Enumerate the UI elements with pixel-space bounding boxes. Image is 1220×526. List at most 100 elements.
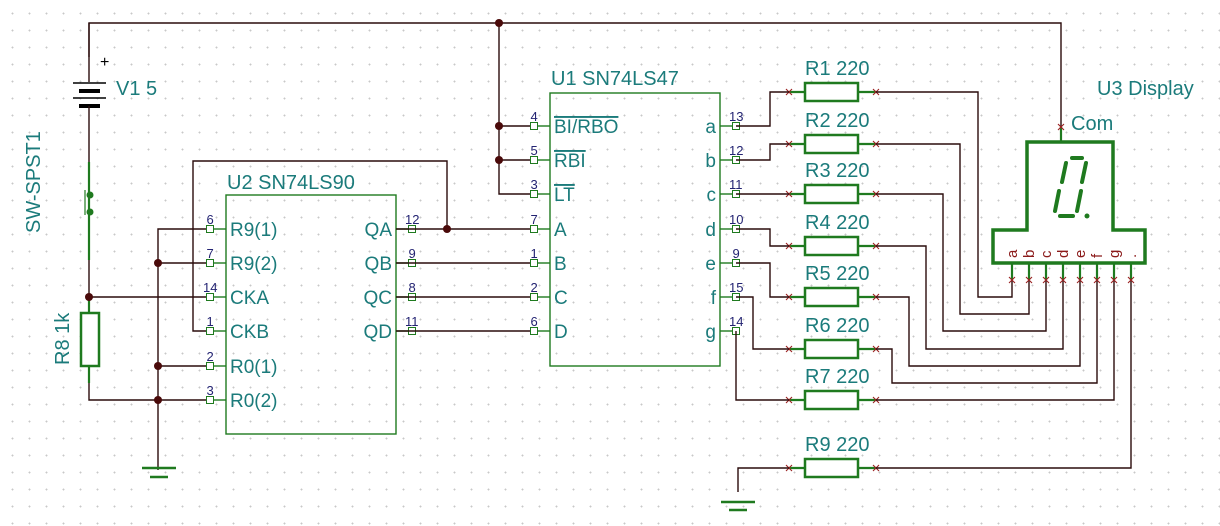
- pin-label: LT: [554, 185, 575, 206]
- pin-u1-c[interactable]: 11c: [707, 177, 743, 206]
- label-u1: U1 SN74LS47: [551, 68, 679, 90]
- pin-u2-qc[interactable]: 8QC: [364, 280, 416, 309]
- pin-number: 6: [531, 314, 538, 329]
- display-pin-f[interactable]: f: [1089, 253, 1106, 284]
- pin-u1-f[interactable]: 15f: [711, 280, 744, 309]
- resistor-r7[interactable]: [785, 389, 880, 411]
- digit-zero: [1053, 156, 1088, 218]
- pin-marker: [1057, 123, 1065, 131]
- pin-label: b: [705, 151, 716, 172]
- wire-u1-control: [498, 23, 536, 195]
- pin-label: A: [554, 220, 567, 241]
- pin-number: 13: [729, 109, 743, 124]
- display-pin-g[interactable]: g: [1106, 250, 1123, 284]
- resistor-label: R7 220: [805, 366, 870, 388]
- pin-label: B: [554, 254, 567, 275]
- resistor-r8[interactable]: [79, 296, 101, 383]
- pin-number: 7: [207, 246, 214, 261]
- pin-u2-r01[interactable]: 2R0(1): [206, 349, 278, 378]
- pin-label: d: [705, 220, 716, 241]
- resistor-label: R2 220: [805, 110, 870, 132]
- segment-label: a: [1004, 249, 1021, 258]
- pin-label: QA: [365, 220, 393, 241]
- pin-label: BI/RBO: [554, 117, 618, 138]
- wire-reset-bus: [157, 228, 210, 470]
- pin-label: R0(1): [230, 357, 278, 378]
- switch-sw-spst1[interactable]: [84, 162, 94, 260]
- pin-number: 5: [531, 143, 538, 158]
- pin-label: QD: [364, 322, 393, 343]
- resistor-label: R4 220: [805, 212, 870, 234]
- display-pin-b[interactable]: b: [1021, 250, 1038, 284]
- label-u3: U3 Display: [1097, 78, 1194, 100]
- display-pin-a[interactable]: a: [1004, 249, 1021, 284]
- pin-u2-r92[interactable]: 7R9(2): [206, 246, 278, 275]
- pin-number: 4: [531, 109, 538, 124]
- pin-u1-a[interactable]: 7A: [530, 212, 568, 241]
- pin-u2-r91[interactable]: 6R9(1): [206, 212, 278, 241]
- pin-u1-b[interactable]: 12b: [705, 143, 743, 172]
- seven-segment-display[interactable]: [991, 127, 1147, 265]
- segment-label: c: [1038, 250, 1055, 258]
- pin-label: R9(2): [230, 254, 278, 275]
- segment-label: f: [1089, 253, 1106, 258]
- pin-number: 2: [207, 349, 214, 364]
- pin-label: f: [711, 288, 717, 309]
- wire-ckb-qa: [192, 160, 448, 332]
- label-u2: U2 SN74LS90: [227, 172, 355, 194]
- segment-label: .: [1123, 254, 1140, 258]
- pin-label: QB: [365, 254, 392, 275]
- battery-v1[interactable]: +: [73, 54, 109, 108]
- display-pin-dp[interactable]: .: [1123, 254, 1140, 284]
- wire-seg: [876, 193, 1047, 332]
- resistor-r6[interactable]: [785, 338, 880, 360]
- pin-number: 11: [405, 314, 419, 329]
- pin-number: 1: [207, 314, 214, 329]
- resistor-r5[interactable]: [785, 286, 880, 308]
- pin-u1-b[interactable]: 1B: [530, 246, 567, 275]
- pin-label: R9(1): [230, 220, 278, 241]
- pin-number: 9: [409, 246, 416, 261]
- chip-u2[interactable]: [225, 194, 397, 435]
- pin-u1-c[interactable]: 2C: [530, 280, 568, 309]
- pin-u1-d[interactable]: 6D: [530, 314, 568, 343]
- resistor-label: R1 220: [805, 58, 870, 80]
- display-pin-d[interactable]: d: [1055, 250, 1072, 284]
- display-pin-c[interactable]: c: [1038, 250, 1055, 284]
- pin-label: a: [705, 117, 716, 138]
- resistor-r4[interactable]: [785, 235, 880, 257]
- resistor-r1[interactable]: [785, 81, 880, 103]
- pin-u2-r02[interactable]: 3R0(2): [206, 383, 278, 412]
- wire-seg: [876, 280, 1115, 401]
- pin-number: 14: [729, 314, 743, 329]
- wire-seg: [876, 280, 1081, 367]
- pin-label: c: [707, 185, 717, 206]
- wire-seg: [876, 143, 1030, 315]
- resistor-r2[interactable]: [785, 133, 880, 155]
- display-pin-e[interactable]: e: [1072, 250, 1089, 284]
- pin-u1-d[interactable]: 10d: [705, 212, 743, 241]
- resistor-r3[interactable]: [785, 183, 880, 205]
- wire-seg: [876, 280, 1098, 384]
- pin-u1-e[interactable]: 9e: [705, 246, 740, 275]
- pin-label: RBI: [554, 151, 586, 172]
- resistor-label: R5 220: [805, 263, 870, 285]
- wire-seg: [735, 331, 789, 401]
- pin-u1-lt[interactable]: 3LT: [530, 177, 576, 206]
- pin-u2-qb[interactable]: 9QB: [365, 246, 416, 275]
- pin-u1-g[interactable]: 14g: [705, 314, 743, 343]
- resistor-label: R3 220: [805, 160, 870, 182]
- pin-u1-birbo[interactable]: 4BI/RBO: [530, 109, 619, 138]
- pin-u1-a[interactable]: 13 a: [705, 109, 743, 138]
- pin-number: 9: [733, 246, 740, 261]
- resistor-r9[interactable]: [785, 457, 880, 479]
- pin-label: C: [554, 288, 568, 309]
- ground-1: [142, 466, 176, 479]
